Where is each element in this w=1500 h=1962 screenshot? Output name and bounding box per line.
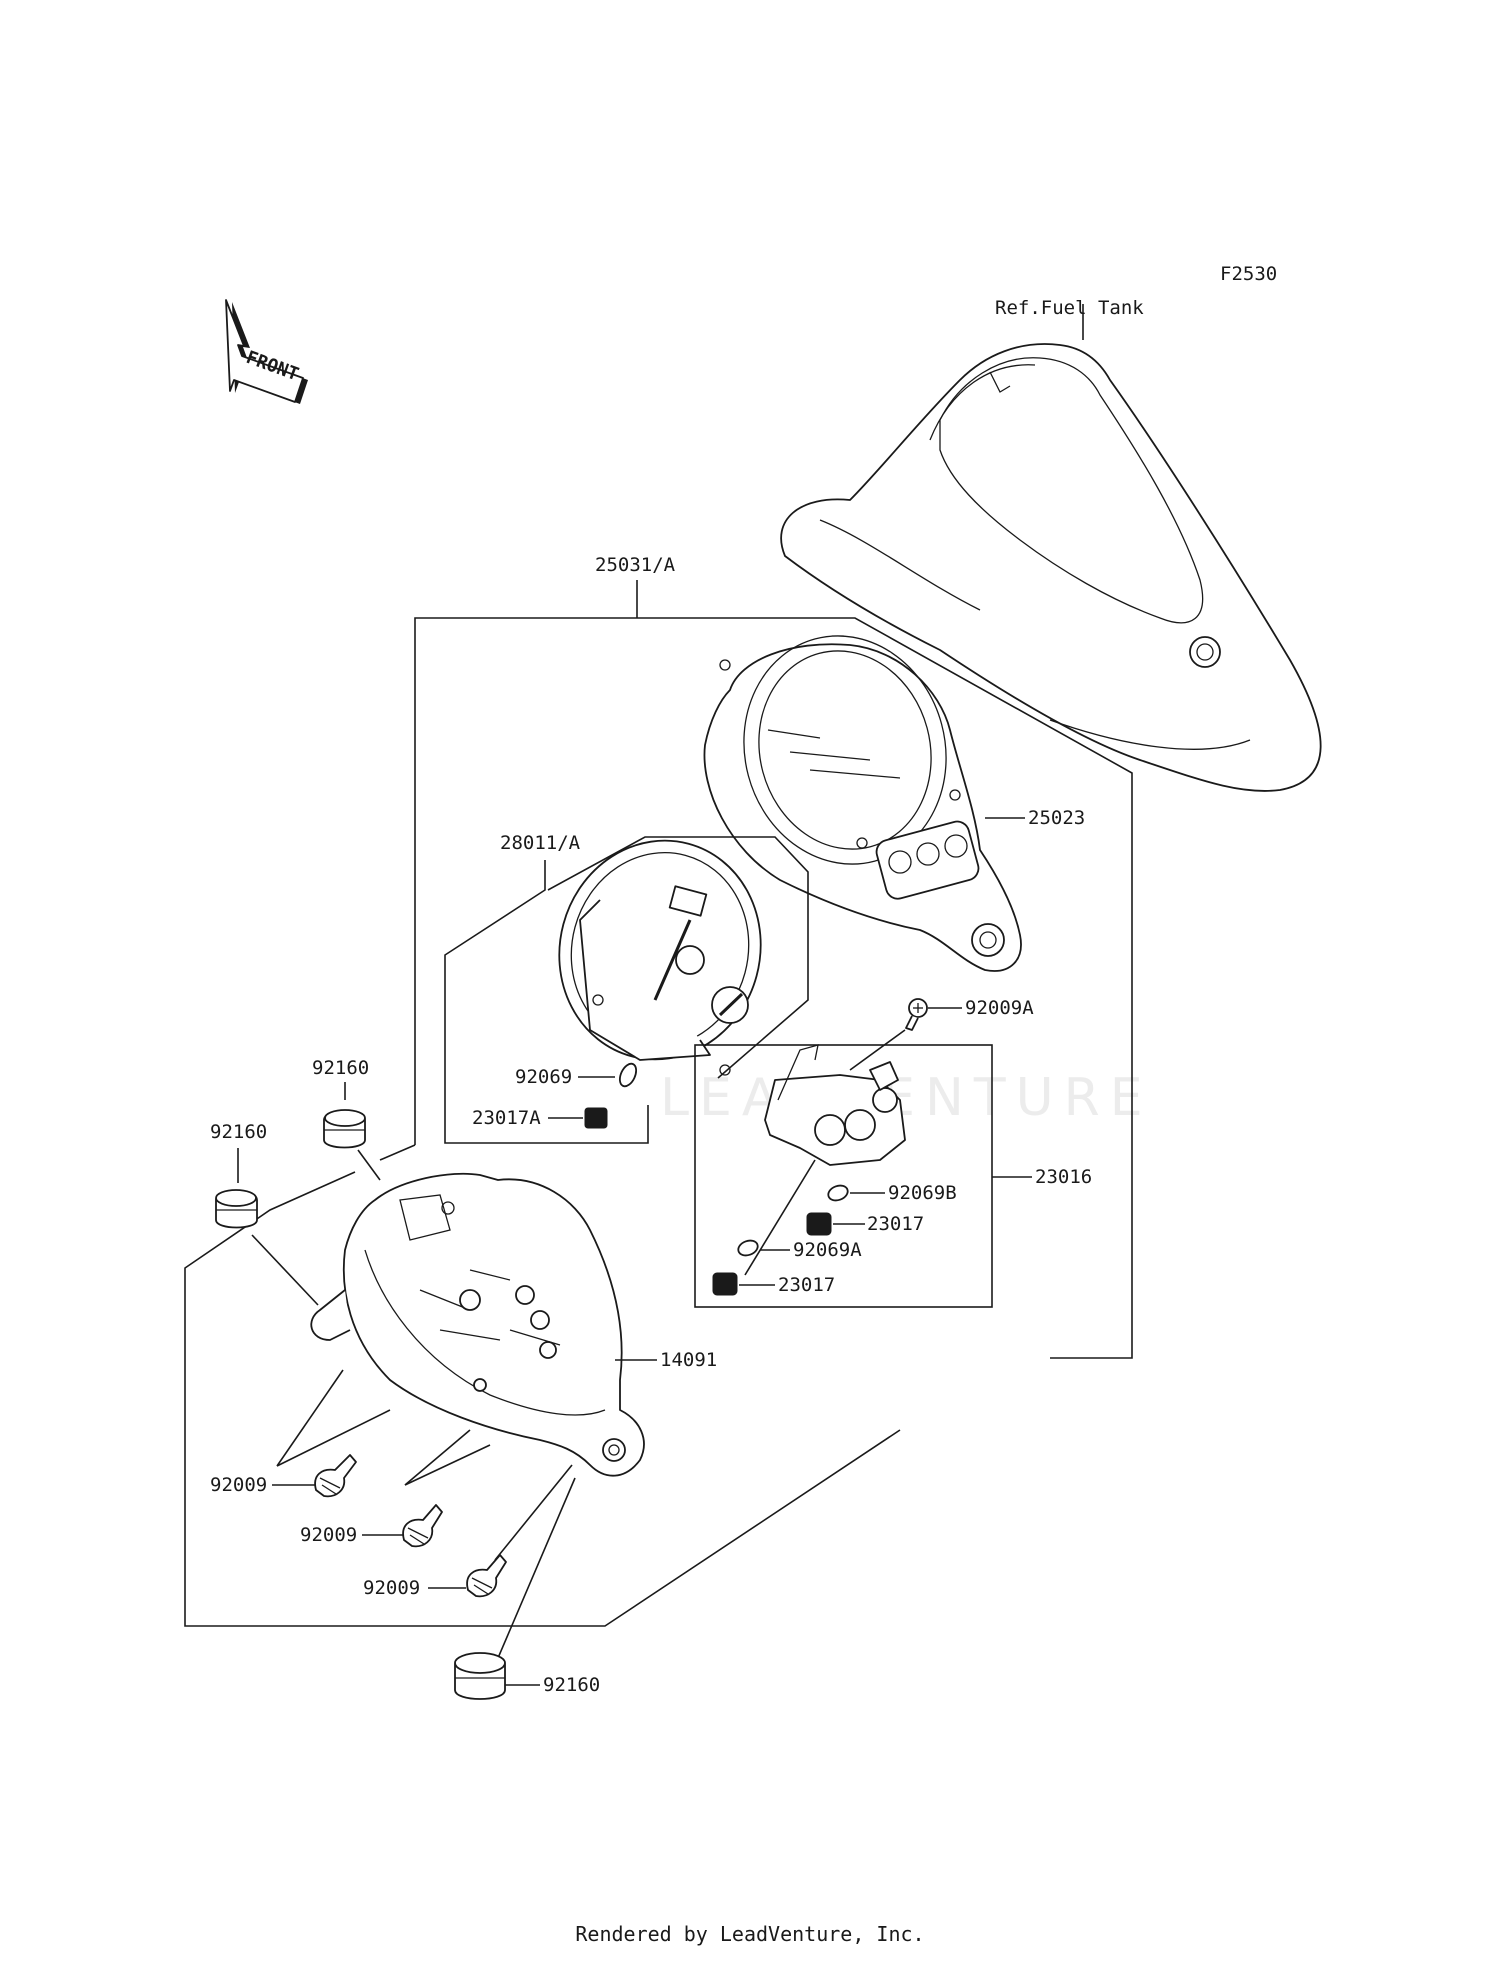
label-25031a: 25031/A bbox=[595, 554, 676, 576]
label-92009-2: 92009 bbox=[300, 1524, 357, 1546]
watermark: LEADVENTURE bbox=[660, 1068, 1153, 1128]
reference-label: Ref.Fuel Tank bbox=[995, 297, 1144, 319]
bulb-92069a bbox=[737, 1239, 759, 1257]
screw-92009-1 bbox=[314, 1454, 357, 1498]
socket-23017a bbox=[584, 1107, 608, 1129]
damper-92160-bottom bbox=[454, 1652, 506, 1700]
front-arrow-icon: FRONT bbox=[225, 299, 308, 404]
label-92069a: 92069A bbox=[793, 1239, 862, 1261]
label-28011a: 28011/A bbox=[500, 832, 581, 854]
bulb-92069 bbox=[618, 1062, 638, 1088]
socket-23017-b bbox=[806, 1212, 832, 1236]
meter-unit bbox=[558, 839, 762, 1076]
label-92069b: 92069B bbox=[888, 1182, 957, 1204]
screw-92009a bbox=[905, 998, 928, 1031]
socket-23017-a bbox=[712, 1272, 738, 1296]
label-23017-b: 23017 bbox=[867, 1213, 924, 1235]
label-92160-bottom: 92160 bbox=[543, 1674, 600, 1696]
damper-92160-left bbox=[215, 1189, 258, 1229]
diagram-code: F2530 bbox=[1220, 263, 1277, 285]
bulb-92069b bbox=[827, 1184, 849, 1202]
meter-case-cover bbox=[703, 635, 1022, 972]
label-92160-left: 92160 bbox=[210, 1121, 267, 1143]
label-23016: 23016 bbox=[1035, 1166, 1092, 1188]
label-92009-1: 92009 bbox=[210, 1474, 267, 1496]
label-25023: 25023 bbox=[1028, 807, 1085, 829]
footer-credit: Rendered by LeadVenture, Inc. bbox=[575, 1922, 925, 1946]
label-92009a: 92009A bbox=[965, 997, 1034, 1019]
label-92009-3: 92009 bbox=[363, 1577, 420, 1599]
damper-92160-upper bbox=[323, 1109, 366, 1149]
label-23017-a: 23017 bbox=[778, 1274, 835, 1296]
screw-92009-3 bbox=[466, 1554, 507, 1598]
label-23017a: 23017A bbox=[472, 1107, 541, 1129]
indicator-assy bbox=[744, 1029, 906, 1276]
lower-case-14091 bbox=[310, 1172, 645, 1477]
fuel-tank-cover bbox=[780, 304, 1322, 792]
label-14091: 14091 bbox=[660, 1349, 717, 1371]
label-92069: 92069 bbox=[515, 1066, 572, 1088]
label-92160-upper: 92160 bbox=[312, 1057, 369, 1079]
screw-92009-2 bbox=[402, 1504, 443, 1548]
